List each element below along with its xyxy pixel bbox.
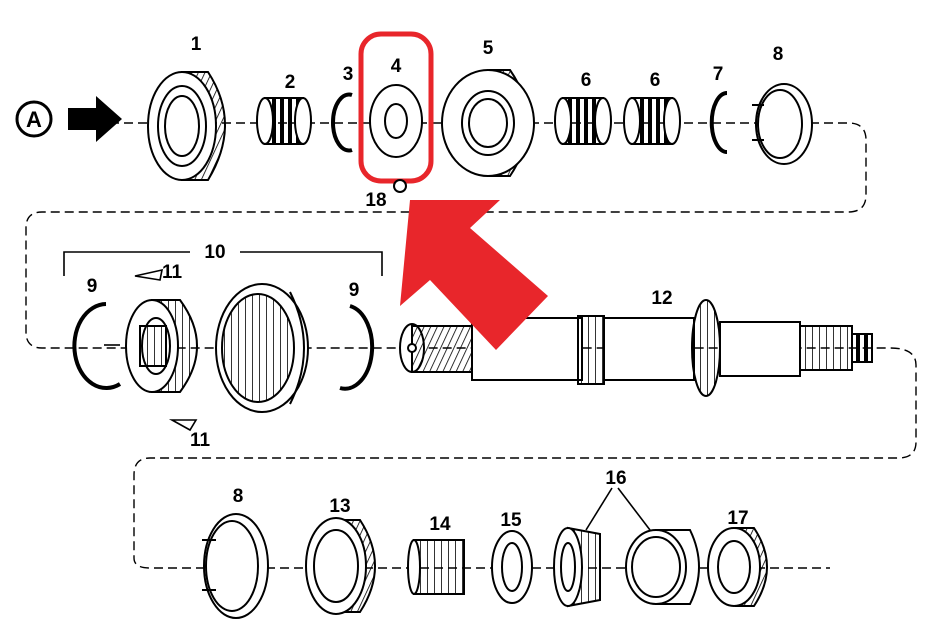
part-1-gear — [147, 71, 226, 181]
part-12-mainshaft — [399, 299, 873, 397]
part-5-gear — [441, 69, 535, 177]
part-15-washer — [491, 530, 533, 604]
part-7-snap-ring — [709, 91, 728, 154]
label-11b: 11 — [190, 430, 211, 451]
part-4-thrust-washer — [369, 84, 423, 158]
label-12: 12 — [651, 288, 672, 309]
label-10: 10 — [204, 242, 225, 263]
black-arrow-icon — [68, 96, 122, 142]
part-10-bracket — [63, 251, 383, 276]
part-8-synchro-ring-top — [752, 83, 813, 165]
label-7: 7 — [713, 64, 724, 85]
part-8-synchro-ring-bottom — [202, 513, 269, 619]
label-6a: 6 — [581, 70, 592, 91]
part-16-leader-lines — [585, 487, 651, 531]
callout-a-label: A — [26, 107, 42, 132]
label-9b: 9 — [349, 280, 360, 301]
part-6-needle-bearing-b — [623, 97, 681, 145]
label-17: 17 — [727, 508, 748, 529]
part-11-keys — [104, 268, 198, 432]
label-15: 15 — [500, 510, 522, 531]
part-3-snap-ring — [331, 92, 353, 153]
label-14: 14 — [429, 514, 451, 535]
label-18: 18 — [365, 190, 386, 211]
assembly-path-lines — [25, 122, 917, 569]
start-callout: A — [15, 96, 122, 142]
synchronizer-sleeve — [215, 283, 309, 413]
label-13: 13 — [329, 496, 350, 517]
label-5: 5 — [483, 38, 494, 59]
label-1: 1 — [191, 34, 202, 55]
part-6-needle-bearing-a — [554, 97, 612, 145]
label-6b: 6 — [650, 70, 661, 91]
label-8b: 8 — [233, 486, 244, 507]
label-11a: 11 — [162, 262, 183, 283]
label-4: 4 — [391, 56, 402, 77]
part-14-gear — [407, 539, 465, 595]
part-13-gear — [305, 517, 376, 615]
red-pointer-arrow-icon — [400, 200, 548, 350]
part-17-gear — [707, 527, 768, 607]
part-16-tapered-bearing — [553, 526, 700, 608]
part-labels: 1 2 3 4 5 6 6 7 8 18 10 9 11 9 11 12 8 1… — [87, 34, 784, 535]
label-2: 2 — [285, 72, 296, 93]
label-3: 3 — [343, 64, 354, 85]
part-9-snap-ring-left — [72, 302, 122, 390]
label-9a: 9 — [87, 276, 98, 297]
label-8a: 8 — [773, 44, 784, 65]
part-18-ball — [393, 179, 407, 193]
part-9-snap-ring-right — [339, 304, 375, 391]
synchronizer-hub — [125, 299, 198, 393]
part-2-needle-bearing — [256, 97, 312, 145]
label-16: 16 — [605, 468, 626, 489]
